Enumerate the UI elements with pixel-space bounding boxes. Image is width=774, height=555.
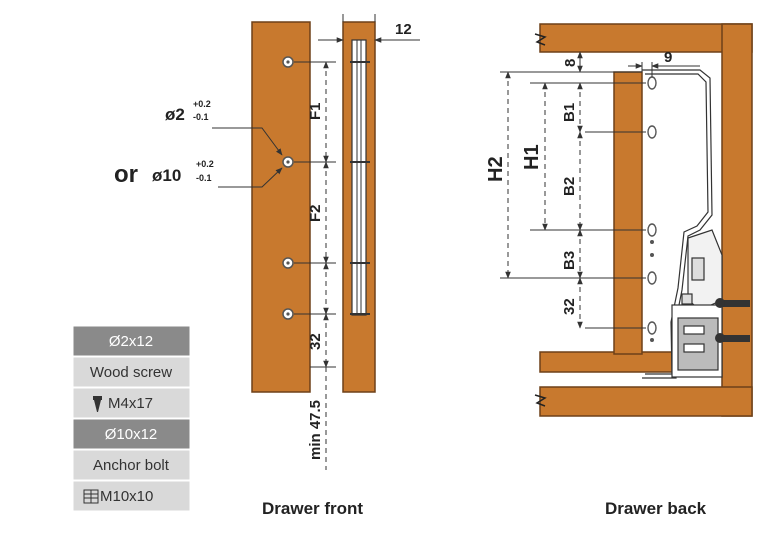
table-row: Ø2x12 [72, 325, 191, 357]
b3-label: B3 [561, 251, 578, 270]
front-32-label: 32 [307, 333, 324, 350]
table-cell: M4x17 [108, 395, 153, 412]
table-cell: M10x10 [100, 488, 153, 505]
table-row: Wood screw [72, 356, 191, 388]
table-row: M10x10 [72, 480, 191, 512]
fastener-table: Ø2x12 Wood screw M4x17 Ø10x12 Anchor bol… [72, 325, 191, 512]
hole-2 [647, 125, 657, 139]
table-cell: Anchor bolt [93, 457, 170, 474]
b1-label: B1 [561, 103, 578, 122]
f1-label: F1 [307, 102, 324, 120]
hole-large-tol-minus: -0.1 [196, 173, 212, 183]
drawer-back-panel [613, 71, 643, 355]
hole-large-label: ø10 [152, 166, 181, 185]
side-offset-label: 9 [664, 49, 672, 66]
hole-4 [282, 308, 294, 320]
f2-label: F2 [307, 204, 324, 222]
front-panel-slot [351, 39, 367, 316]
slot-ticks [350, 61, 370, 315]
drawer-front-view: 12 ø2 +0.2 -0.1 or ø10 +0.2 -0.1 [114, 14, 420, 518]
screw-icon [93, 396, 102, 412]
hole-4 [647, 271, 657, 285]
back-holes [647, 76, 657, 342]
drawer-back-view: 8 9 H2 H1 B1 B2 B3 32 Drawer back [485, 23, 753, 518]
front-panel-left [251, 21, 311, 393]
anchor-bolt-icon [83, 489, 99, 504]
table-row: Ø10x12 [72, 418, 191, 450]
hole-small-tol-plus: +0.2 [193, 99, 211, 109]
h2-label: H2 [485, 156, 507, 182]
table-cell: Ø10x12 [105, 426, 158, 443]
min-475-label: min 47.5 [307, 400, 324, 460]
table-cell: Ø2x12 [109, 333, 153, 350]
h1-label: H1 [521, 144, 543, 170]
hole-2 [282, 156, 294, 168]
drawer-front-caption: Drawer front [262, 499, 363, 518]
hole-3 [282, 257, 294, 269]
hole-small-label: ø2 [165, 105, 185, 124]
front-holes [282, 56, 294, 320]
hole-3 [647, 223, 657, 237]
hole-large-tol-plus: +0.2 [196, 159, 214, 169]
front-dimension-chain [294, 61, 336, 470]
front-thickness-label: 12 [395, 21, 412, 38]
table-row: M4x17 [72, 387, 191, 419]
table-row: Anchor bolt [72, 449, 191, 481]
b2-label: B2 [561, 177, 578, 196]
runner-mechanism [671, 229, 723, 378]
drawer-back-caption: Drawer back [605, 499, 707, 518]
back-32-label: 32 [561, 298, 578, 315]
top-offset-label: 8 [562, 59, 579, 67]
cabinet-frame [539, 23, 753, 417]
screw-icon [715, 298, 750, 343]
table-cell: Wood screw [90, 364, 172, 381]
hole-small-tol-minus: -0.1 [193, 112, 209, 122]
hole-1 [647, 76, 657, 90]
or-label: or [114, 161, 138, 188]
back-dimension-chain [500, 51, 700, 329]
hole-1 [282, 56, 294, 68]
hole-5 [647, 321, 657, 335]
